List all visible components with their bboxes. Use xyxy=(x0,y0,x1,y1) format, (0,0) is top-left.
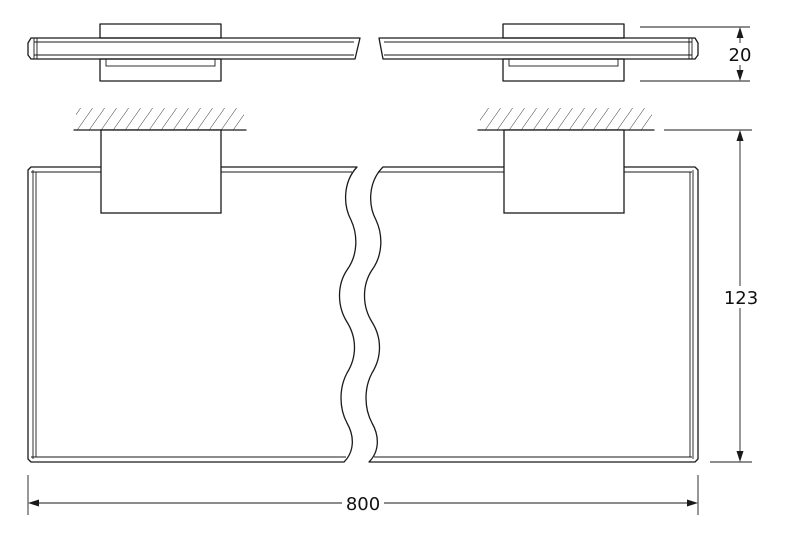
bracket-left xyxy=(100,129,222,214)
bracket-right xyxy=(503,129,625,214)
wall-hatching-right xyxy=(477,108,655,131)
top-view-glass-left xyxy=(27,37,361,60)
dimension-depth-label: 20 xyxy=(729,45,752,66)
dimension-length-label: 800 xyxy=(346,494,380,515)
front-view xyxy=(27,108,699,463)
dimension-depth: 20 xyxy=(640,26,754,82)
dimension-height: 123 xyxy=(664,129,761,463)
dimension-height-label: 123 xyxy=(724,288,758,309)
glass-panel-right xyxy=(363,166,699,463)
top-view xyxy=(27,23,699,82)
top-view-bracket-right xyxy=(502,23,625,39)
dimension-length: 800 xyxy=(27,475,699,515)
top-view-bracket-left xyxy=(99,23,222,39)
top-view-glass-right xyxy=(378,37,699,60)
wall-hatching-left xyxy=(73,108,247,131)
glass-panel-left xyxy=(27,166,358,463)
